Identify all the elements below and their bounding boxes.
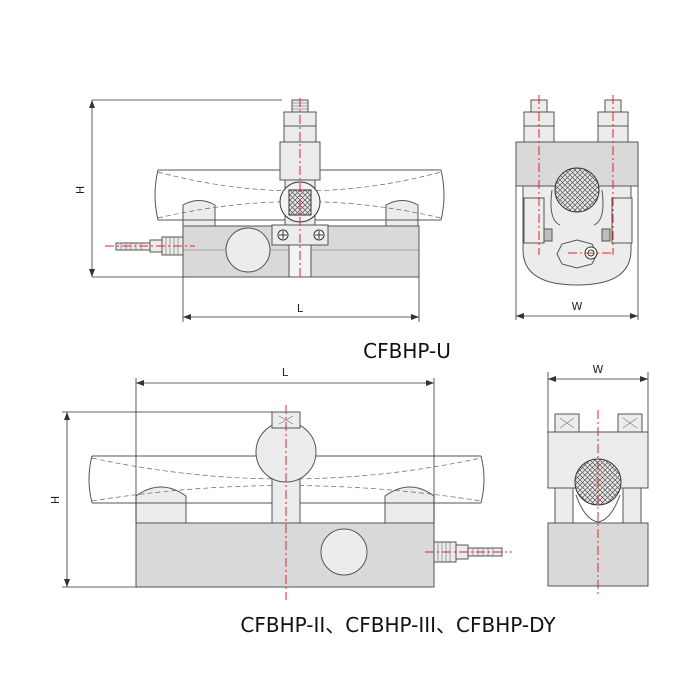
bottom-side-length-label: L (282, 366, 289, 379)
top-side-height-label: H (74, 186, 87, 194)
top-front-body (522, 185, 632, 286)
bottom-base-block (135, 522, 435, 588)
top-cable-gland (115, 242, 151, 251)
top-side-view: H L (74, 98, 445, 322)
top-model-title: CFBHP-U (363, 339, 451, 363)
bottom-front-width-label: W (593, 363, 604, 376)
top-saddle-left (182, 200, 216, 227)
top-front-width-label: W (572, 300, 583, 313)
bottom-saddle-right (384, 486, 435, 524)
bottom-side-view: L H (49, 366, 512, 600)
top-saddle-right (385, 200, 419, 227)
bottom-front-view: W (547, 363, 649, 596)
top-round-hole (225, 227, 271, 273)
bottom-model-title: CFBHP-II、CFBHP-III、CFBHP-DY (240, 613, 556, 637)
bottom-saddle-left (135, 486, 187, 524)
bottom-round-hole (320, 528, 368, 576)
top-side-length-label: L (297, 302, 304, 315)
top-front-view: W (515, 95, 639, 320)
top-front-hatched-pin (554, 167, 600, 213)
bottom-side-height-label: H (49, 496, 62, 504)
